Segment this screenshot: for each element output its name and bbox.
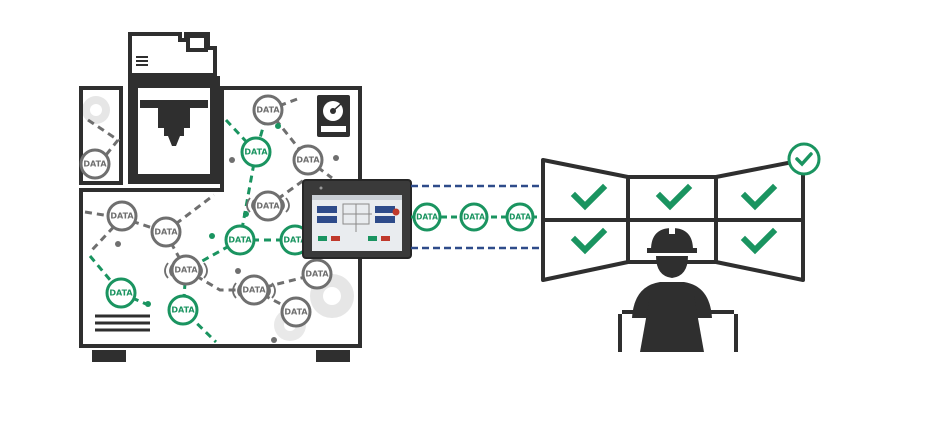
data-label: DATA xyxy=(244,148,268,157)
check-icon xyxy=(570,183,778,255)
gear-icon xyxy=(82,96,110,124)
hmi-screen-icon xyxy=(302,179,412,259)
data-bubble-grey: DATA xyxy=(292,144,324,176)
data-label: DATA xyxy=(110,212,134,221)
monitor-panel xyxy=(714,218,805,282)
data-bubble-green: DATA xyxy=(224,224,256,256)
data-bubble-grey: DATA xyxy=(252,190,284,222)
hard-drive-icon xyxy=(317,95,350,137)
machine xyxy=(79,32,362,362)
data-bubble-grey: DATA xyxy=(106,200,138,232)
data-label: DATA xyxy=(305,270,329,279)
monitor-wall xyxy=(541,158,805,282)
monitor-panel xyxy=(626,175,718,222)
data-label: DATA xyxy=(228,236,252,245)
data-label: DATA xyxy=(242,286,266,295)
data-label: DATA xyxy=(284,308,308,317)
data-bubble-grey: DATA xyxy=(238,274,270,306)
data-label: DATA xyxy=(416,213,438,222)
check-badge-icon xyxy=(787,142,821,176)
machine-left-window xyxy=(79,86,123,185)
data-label: DATA xyxy=(109,289,133,298)
data-label: DATA xyxy=(256,106,280,115)
operator-desk xyxy=(618,296,738,352)
monitor-panel xyxy=(714,158,805,222)
data-bubble-green: DATA xyxy=(167,294,199,326)
data-bubble-grey: DATA xyxy=(79,148,111,180)
data-label: DATA xyxy=(509,213,531,222)
data-label: DATA xyxy=(83,160,107,169)
data-bubble-grey: DATA xyxy=(150,216,182,248)
data-label: DATA xyxy=(171,306,195,315)
machine-vent xyxy=(95,314,150,332)
print-nozzle-icon xyxy=(158,108,190,136)
monitor-panel xyxy=(541,158,630,222)
network-link xyxy=(411,184,545,250)
data-label: DATA xyxy=(283,236,307,245)
data-bubble-green: DATA xyxy=(459,202,489,232)
machine-foot-left xyxy=(92,350,126,362)
data-label: DATA xyxy=(174,266,198,275)
machine-foot-right xyxy=(316,350,350,362)
data-bubble-green: DATA xyxy=(105,277,137,309)
data-label: DATA xyxy=(463,213,485,222)
data-label: DATA xyxy=(296,156,320,165)
data-bubble-grey: DATA xyxy=(301,258,333,290)
data-label: DATA xyxy=(154,228,178,237)
data-bubble-green: DATA xyxy=(412,202,442,232)
data-label: DATA xyxy=(256,202,280,211)
data-bubble-grey: DATA xyxy=(252,94,284,126)
network-nodes xyxy=(115,123,339,343)
data-bubble-green: DATA xyxy=(505,202,535,232)
data-bubble-grey: DATA xyxy=(280,296,312,328)
data-bubble-grey: DATA xyxy=(170,254,202,286)
data-bubble-green: DATA xyxy=(240,136,272,168)
